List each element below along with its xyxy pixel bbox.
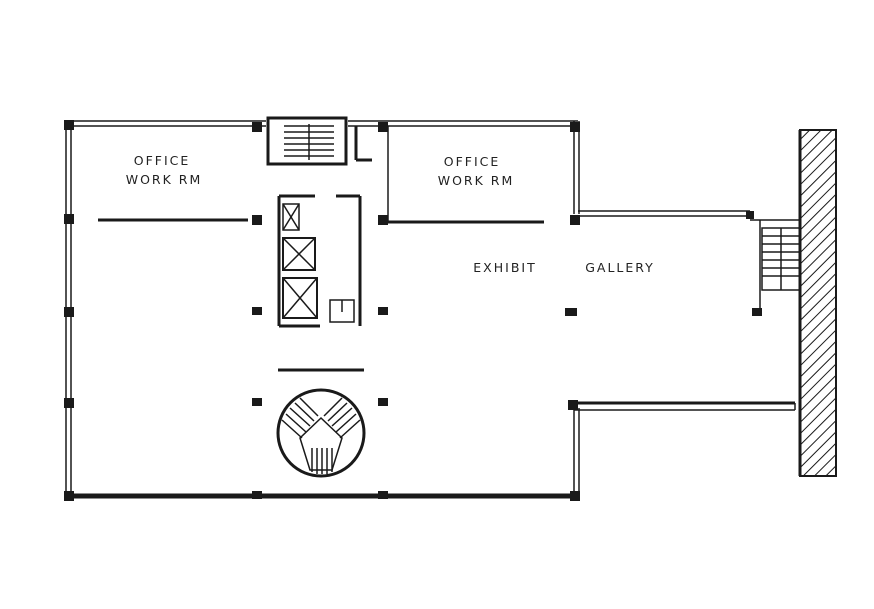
column [64, 214, 74, 224]
column [378, 307, 388, 315]
structural-columns [64, 120, 762, 501]
column [378, 122, 388, 132]
column [64, 307, 74, 317]
elevator-core [277, 194, 362, 328]
office-left-label-line2: WORK RM [126, 172, 203, 187]
column [378, 491, 388, 499]
column [378, 215, 388, 225]
column [64, 491, 74, 501]
office-right-label-line2: WORK RM [438, 173, 515, 188]
interior-partitions [98, 126, 544, 224]
gallery-label: GALLERY [585, 260, 655, 275]
column [570, 122, 580, 132]
column [570, 491, 580, 501]
column [252, 307, 262, 315]
adjacent-building-hatched [798, 129, 837, 477]
column [64, 120, 74, 130]
column [378, 398, 388, 406]
column [570, 215, 580, 225]
column [252, 398, 262, 406]
gallery-walls [574, 210, 800, 411]
office-left-label-line1: OFFICE [134, 153, 191, 168]
column [568, 400, 578, 410]
side-stair [761, 227, 801, 291]
column [252, 491, 262, 499]
circular-stair [276, 388, 366, 478]
top-stair [266, 116, 348, 166]
column [252, 215, 262, 225]
column [252, 122, 262, 132]
exhibit-label: EXHIBIT [473, 260, 536, 275]
office-right-label-line1: OFFICE [444, 154, 501, 169]
column [64, 398, 74, 408]
column [752, 308, 762, 316]
column [746, 211, 754, 219]
column [565, 308, 577, 316]
